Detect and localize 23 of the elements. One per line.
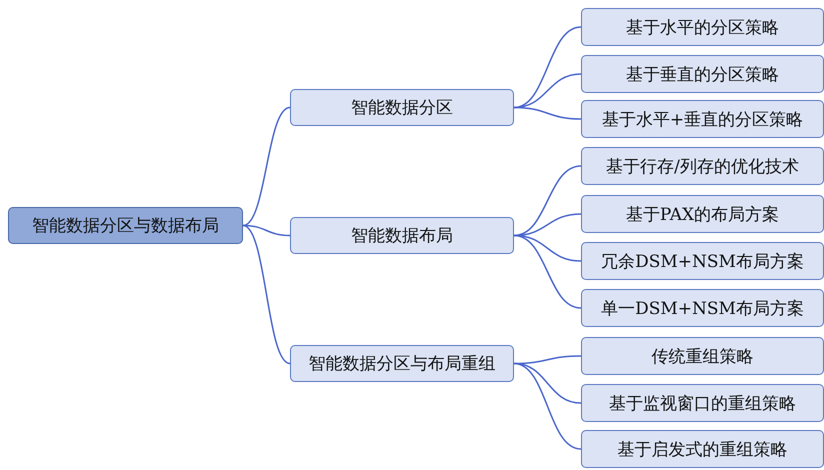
topic-box: 基于水平的分区策略	[581, 8, 824, 46]
topic-box: 基于启发式的重组策略	[581, 430, 824, 468]
connector-line	[242, 224, 290, 364]
topic-box: 智能数据分区	[290, 89, 514, 126]
topic-box: 基于水平+垂直的分区策略	[581, 100, 824, 138]
connector-line	[514, 362, 582, 450]
topic-box: 智能数据分区与布局重组	[290, 345, 514, 382]
topic-box: 传统重组策略	[581, 337, 824, 375]
connector-line	[514, 234, 582, 309]
topic-box: 基于监视窗口的重组策略	[581, 384, 824, 422]
root-box: 智能数据分区与数据布局	[8, 207, 243, 244]
connector-line	[514, 355, 582, 364]
connector-line	[242, 106, 290, 226]
topic-box: 智能数据布局	[290, 217, 514, 254]
topic-box: 冗余DSM+NSM布局方案	[581, 242, 824, 280]
topic-box: 基于PAX的布局方案	[581, 195, 824, 233]
topic-box: 基于行存/列存的优化技术	[581, 147, 824, 185]
connector-line	[514, 106, 582, 120]
topic-box: 单一DSM+NSM布局方案	[581, 289, 824, 327]
connector-line	[514, 73, 582, 108]
topic-box: 基于垂直的分区策略	[581, 55, 824, 93]
connector-line	[242, 224, 290, 236]
connector-line	[514, 213, 582, 236]
